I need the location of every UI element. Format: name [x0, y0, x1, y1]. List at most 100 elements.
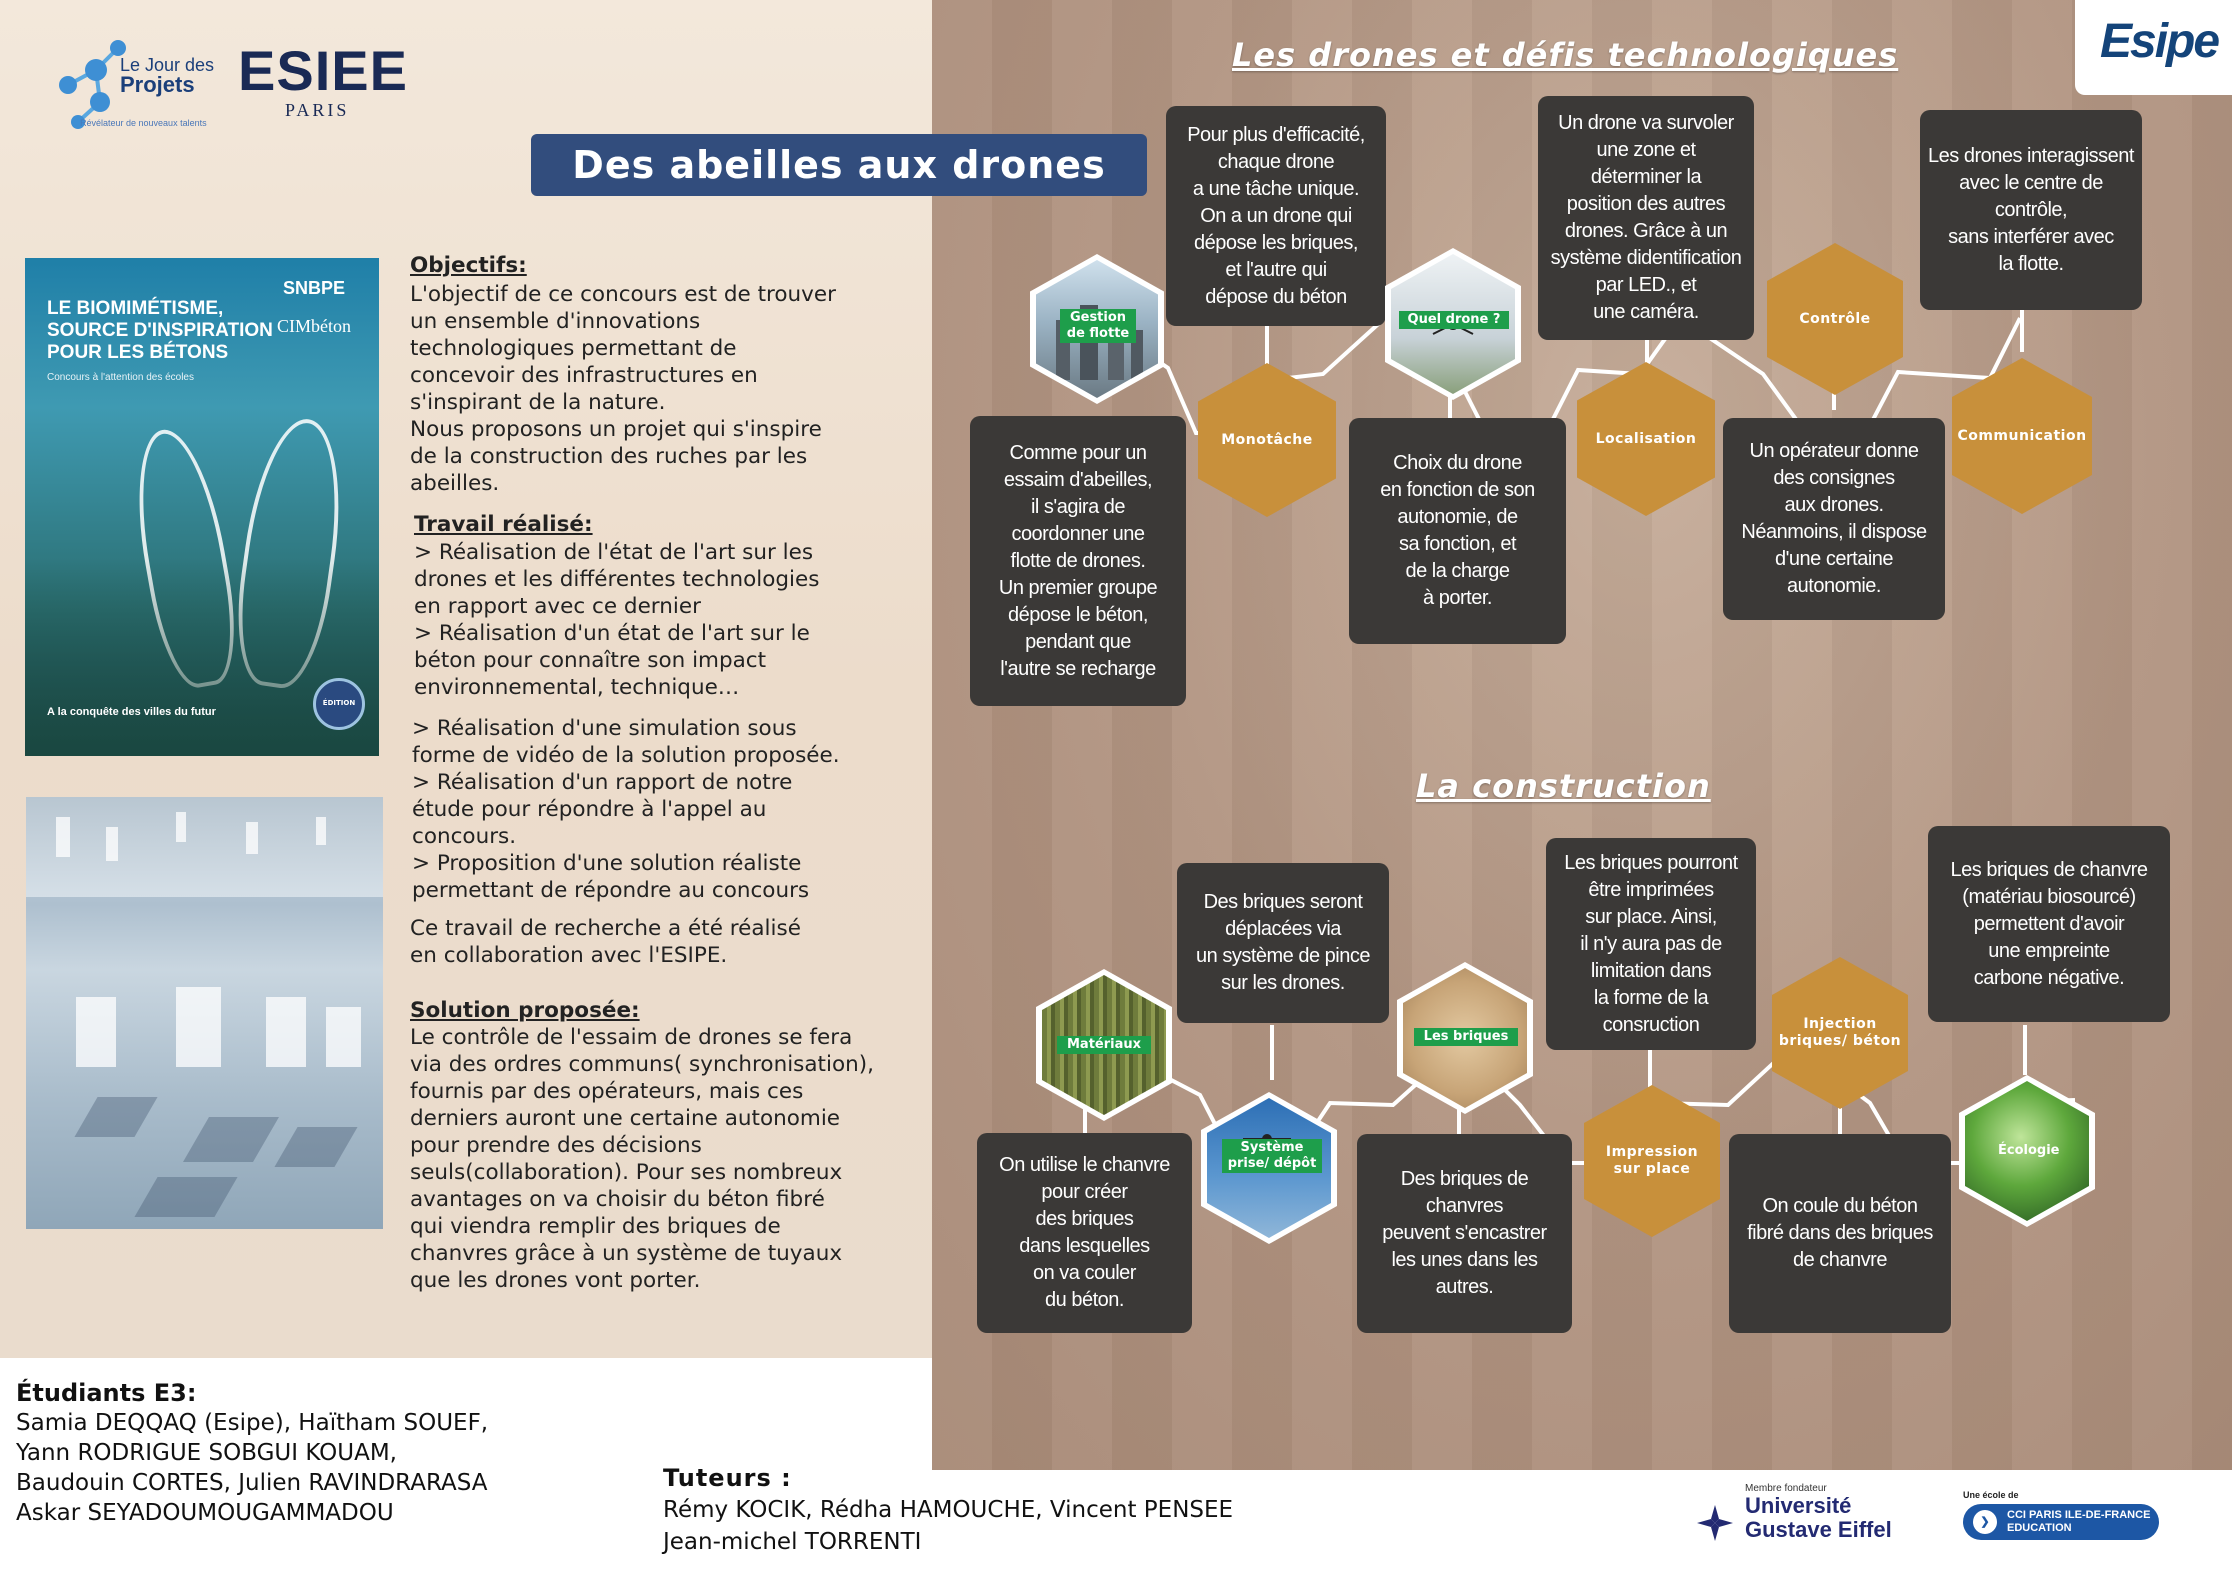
uge-name-line1: Université [1745, 1493, 1852, 1518]
cover-title-line1: LE BIOMIMÉTISME, [47, 298, 224, 319]
cover-subtitle: Concours à l'attention des écoles [47, 372, 194, 383]
drones-section-title: Les drones et défis technologiques [1232, 36, 1899, 74]
box-briques: Des briques de chanvres peuvent s'encast… [1357, 1134, 1572, 1333]
box-localisation-text: Un drone va survoler une zone et détermi… [1550, 112, 1742, 323]
box-controle: Un opérateur donne des consignes aux dro… [1723, 418, 1945, 620]
cover-badge-label: ÉDITION [322, 699, 356, 707]
box-impression: Les briques pourront être imprimées sur … [1546, 838, 1756, 1050]
poster-title-bar: Des abeilles aux drones [531, 134, 1147, 196]
solution-body: Le contrôle de l'essaim de drones se fer… [410, 1025, 874, 1293]
footer-left-panel [0, 1358, 932, 1578]
box-monotache: Pour plus d'efficacité, chaque drone a u… [1166, 106, 1386, 326]
hex-gestion-flotte-label: Gestion de flotte [1060, 309, 1136, 343]
poster-title: Des abeilles aux drones [572, 143, 1106, 187]
travail-heading: Travail réalisé: [414, 512, 593, 537]
contest-cover-image: LE BIOMIMÉTISME, SOURCE D'INSPIRATION PO… [25, 258, 379, 756]
students-line: Askar SEYADOUMOUGAMMADOU [16, 1500, 394, 1526]
cci-line1: CCI PARIS ILE-DE-FRANCE [2007, 1509, 2151, 1521]
cover-cimbeton-logo: CIMbéton [277, 316, 351, 336]
box-impression-text: Les briques pourront être imprimées sur … [1564, 851, 1738, 1036]
cover-forest [25, 558, 379, 756]
box-quel-drone-text: Choix du drone en fonction de son autono… [1380, 452, 1535, 609]
cover-title-line2: SOURCE D'INSPIRATION [47, 320, 273, 341]
hex-impression-label: Impression sur place [1605, 1144, 1699, 1177]
box-gestion-flotte-text: Comme pour un essaim d'abeilles, il s'ag… [998, 441, 1158, 680]
sim-drone-block [56, 817, 70, 857]
box-systeme-text: Des briques seront déplacées via un syst… [1196, 891, 1370, 994]
hex-controle-label: Contrôle [1799, 310, 1871, 327]
box-ecologie-text: Les briques de chanvre (matériau biosour… [1950, 858, 2148, 989]
cover-snbpe-logo: SNBPE [283, 278, 346, 298]
objectifs-body: L'objectif de ce concours est de trouver… [410, 282, 836, 496]
cover-title-line3: POUR LES BÉTONS [47, 342, 229, 363]
tutors-line: Rémy KOCIK, Rédha HAMOUCHE, Vincent PENS… [663, 1497, 1234, 1523]
box-communication: Les drones interagissent avec le centre … [1920, 110, 2142, 310]
box-communication-text: Les drones interagissent avec le centre … [1928, 144, 2134, 275]
sim-drone-block [176, 812, 186, 842]
hex-quel-drone-label: Quel drone ? [1399, 311, 1509, 329]
jour-des-projets-tagline: Révélateur de nouveaux talents [80, 118, 207, 128]
sim-drone-block [106, 827, 118, 861]
hex-gestion-flotte-label-text: Gestion de flotte [1066, 310, 1130, 341]
uge-star-icon [1697, 1505, 1733, 1541]
students-line: Baudouin CORTES, Julien RAVINDRARASA [16, 1470, 488, 1496]
students-heading: Étudiants E3: [16, 1379, 197, 1407]
cover-bottom-text: A la conquête des villes du futur [47, 706, 216, 718]
box-gestion-flotte: Comme pour un essaim d'abeilles, il s'ag… [970, 416, 1186, 706]
tutors-heading: Tuteurs : [663, 1464, 792, 1492]
universite-gustave-eiffel-logo: Membre fondateur Université Gustave Eiff… [1693, 1483, 1892, 1542]
esiee-logo: ESIEE [238, 39, 408, 102]
cci-pill: ❯ CCI PARIS ILE-DE-FRANCE EDUCATION [1963, 1504, 2159, 1540]
box-systeme: Des briques seront déplacées via un syst… [1177, 863, 1389, 1023]
box-monotache-text: Pour plus d'efficacité, chaque drone a u… [1187, 123, 1365, 308]
students-line: Samia DEQQAQ (Esipe), Haïtham SOUEF, [16, 1410, 489, 1436]
box-localisation: Un drone va survoler une zone et détermi… [1538, 96, 1754, 340]
uge-name-line2: Gustave Eiffel [1745, 1517, 1892, 1542]
sim-drone-block [76, 997, 116, 1067]
cci-line2: EDUCATION [2007, 1522, 2072, 1534]
jour-des-projets-logo-icon [59, 40, 126, 129]
tutors-block: Tuteurs : Rémy KOCIK, Rédha HAMOUCHE, Vi… [663, 1462, 1233, 1558]
objectifs-heading: Objectifs: [410, 253, 527, 278]
box-materiaux: On utilise le chanvre pour créer des bri… [977, 1133, 1192, 1333]
hex-monotache-label: Monotâche [1221, 431, 1313, 448]
sim-drone-block [176, 987, 221, 1067]
uge-member-label: Membre fondateur [1745, 1483, 1827, 1494]
hex-briques-label: Les briques [1414, 1028, 1518, 1046]
esipe-logo: Esipe [2100, 15, 2220, 68]
sim-drone-block [326, 1007, 361, 1067]
cci-paris-logo: Une école de ❯ CCI PARIS ILE-DE-FRANCE E… [1963, 1490, 2159, 1540]
box-injection: On coule du béton fibré dans des briques… [1729, 1134, 1951, 1333]
box-controle-text: Un opérateur donne des consignes aux dro… [1741, 440, 1927, 597]
box-quel-drone: Choix du drone en fonction de son autono… [1349, 418, 1566, 644]
jour-des-projets-line1: Le Jour des [120, 55, 215, 75]
esiee-logo-city: PARIS [285, 100, 350, 120]
esipe-logo-container [2075, 0, 2232, 95]
tutors-line: Jean-michel TORRENTI [663, 1529, 922, 1555]
sim-drone-block [316, 817, 326, 845]
box-materiaux-text: On utilise le chanvre pour créer des bri… [999, 1154, 1170, 1311]
box-injection-text: On coule du béton fibré dans des briques… [1747, 1195, 1933, 1271]
jour-des-projets-name: Le Jour des Projets [120, 55, 215, 97]
hex-ecologie-image [1965, 1081, 2089, 1221]
sim-drone-block [266, 997, 306, 1067]
sim-drone-block [246, 822, 258, 854]
hex-localisation-label: Localisation [1595, 430, 1697, 447]
travail-body-part2: > Réalisation d'une simulation sous form… [412, 716, 840, 903]
hex-ecologie-label: Écologie [1998, 1143, 2060, 1158]
construction-section-title: La construction [1416, 767, 1711, 805]
hex-materiaux-label: Matériaux [1057, 1036, 1151, 1054]
box-briques-text: Des briques de chanvres peuvent s'encast… [1382, 1168, 1547, 1298]
simulation-image [26, 797, 383, 1229]
solution-heading: Solution proposée: [410, 998, 640, 1023]
students-line: Yann RODRIGUE SOBGUI KOUAM, [16, 1440, 397, 1466]
cci-circle-icon: ❯ [1973, 1510, 1997, 1534]
jour-des-projets-line2: Projets [120, 72, 195, 97]
cover-edition-badge: ÉDITION [313, 678, 365, 730]
hex-injection-label: Injection briques/ béton [1778, 1016, 1902, 1049]
hex-systeme-label: Système prise/ dépôt [1222, 1139, 1322, 1173]
hex-impression: Impression sur place [1584, 1085, 1720, 1237]
cci-intro: Une école de [1963, 1490, 2019, 1500]
hex-communication-label: Communication [1957, 427, 2087, 444]
